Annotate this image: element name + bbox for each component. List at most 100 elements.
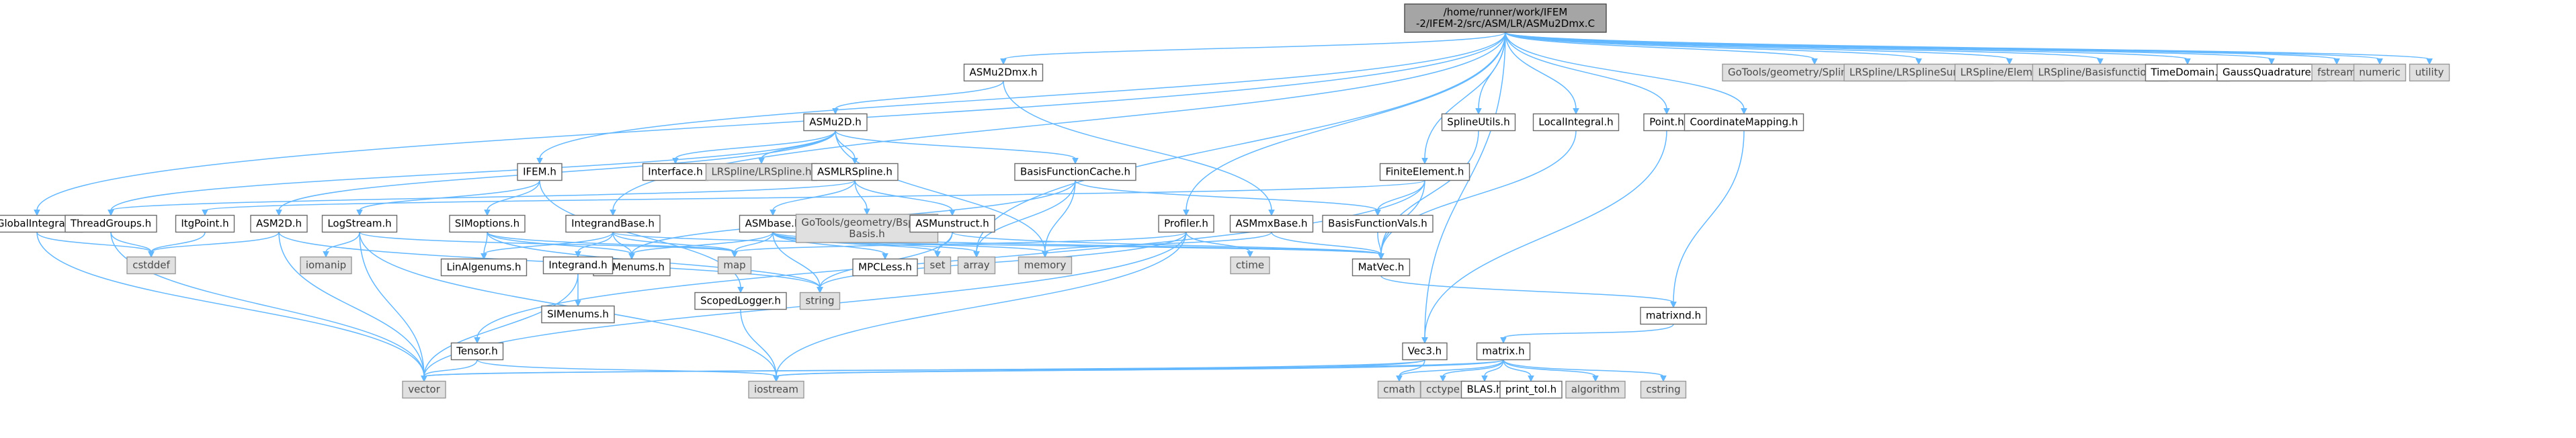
arrowhead <box>276 210 282 216</box>
node-label: utility <box>2415 67 2444 79</box>
node-label: ASM2D.h <box>256 218 302 230</box>
arrowhead <box>1440 376 1446 382</box>
node-label: algorithm <box>1571 384 1620 396</box>
node-tensor-h[interactable]: Tensor.h <box>450 342 504 361</box>
node-asmbase-h[interactable]: ASMbase.h <box>739 214 807 233</box>
node-box <box>541 305 615 324</box>
arrowhead <box>1183 210 1190 216</box>
node-label: Vec3.h <box>1408 345 1442 357</box>
node-profiler-h[interactable]: Profiler.h <box>1158 214 1214 233</box>
arrowhead <box>108 210 114 216</box>
node-label: iomanip <box>306 259 346 271</box>
node-matrix-h[interactable]: matrix.h <box>1476 342 1531 361</box>
node-label: LRSpline/LRSplineSurface.h <box>1850 67 1988 79</box>
arrowhead <box>1268 210 1275 216</box>
node-asm2d-h[interactable]: ASM2D.h <box>250 214 308 233</box>
edge-itgpoint-h-to-cstddef <box>148 232 206 258</box>
edge-asmbase-h-to-asmenums-h <box>628 232 774 260</box>
node-label: iostream <box>754 384 798 396</box>
node-label: GaussQuadrature.h <box>2222 67 2321 79</box>
node-logstream-h[interactable]: LogStream.h <box>321 214 398 233</box>
node-coordinatemapping-h[interactable]: CoordinateMapping.h <box>1684 113 1804 132</box>
node-label: LRSpline/LRSpline.h <box>711 166 811 178</box>
node-finiteelement-h[interactable]: FiniteElement.h <box>1379 163 1470 181</box>
node-linalgenums-h[interactable]: LinAlgenums.h <box>440 258 528 277</box>
arrowhead <box>1396 376 1403 382</box>
node-vector: vector <box>402 380 446 399</box>
node-asmlrspline-h[interactable]: ASMLRSpline.h <box>811 163 899 181</box>
node-label: ScopedLogger.h <box>700 295 781 307</box>
edge-matrix-h-to-vector <box>421 359 1504 382</box>
node-label: FiniteElement.h <box>1386 166 1464 178</box>
node-asmmxbase-h[interactable]: ASMmxBase.h <box>1229 214 1314 233</box>
arrowhead <box>864 208 870 216</box>
node-basisfunctionvals-h[interactable]: BasisFunctionVals.h <box>1322 214 1434 233</box>
edge-root-to-ifem-h <box>536 32 1506 165</box>
node-gaussquadrature-h[interactable]: GaussQuadrature.h <box>2216 63 2327 82</box>
node-box <box>1014 163 1136 181</box>
node-timedomain-h[interactable]: TimeDomain.h <box>2145 63 2231 82</box>
node-box <box>923 256 952 275</box>
nodes-layer: /home/runner/work/IFEM-2/IFEM-2/src/ASM/… <box>0 3 2450 399</box>
node-label: Basis.h <box>849 228 885 240</box>
node-simoptions-h[interactable]: SIMoptions.h <box>449 214 526 233</box>
arrowhead <box>1528 376 1534 382</box>
edge-asm2d-h-to-cstddef <box>148 232 280 258</box>
node-vec3-h[interactable]: Vec3.h <box>1402 342 1448 361</box>
edge-threadgroups-h-to-cstddef <box>110 232 155 258</box>
edge-root-to-finiteelement-h <box>1421 32 1506 165</box>
node-matrixnd-h[interactable]: matrixnd.h <box>1640 306 1707 325</box>
node-label: fstream <box>2317 67 2356 79</box>
node-interface-h[interactable]: Interface.h <box>642 163 709 181</box>
node-root[interactable]: /home/runner/work/IFEM-2/IFEM-2/src/ASM/… <box>1404 3 1607 33</box>
edge-root-to-integrandbase-h <box>610 32 1506 216</box>
node-simenums-h[interactable]: SIMenums.h <box>541 305 615 324</box>
node-print-tol-h[interactable]: print_tol.h <box>1499 380 1563 399</box>
node-box <box>65 214 157 233</box>
arrowhead <box>202 210 208 216</box>
arrowhead <box>1378 253 1384 260</box>
arrowhead <box>2006 58 2013 65</box>
node-label: -2/IFEM-2/src/ASM/LR/ASMu2Dmx.C <box>1416 17 1595 30</box>
node-point-h[interactable]: Point.h <box>1643 113 1690 132</box>
node-asmu2d-h[interactable]: ASMu2D.h <box>803 113 868 132</box>
node-label: TimeDomain.h <box>2150 67 2224 79</box>
arrowhead <box>1741 108 1747 115</box>
arrowhead <box>2333 58 2340 65</box>
node-box <box>799 292 841 310</box>
arrowhead <box>731 251 738 258</box>
node-label: ASMbase.h <box>745 218 801 230</box>
node-localintegral-h[interactable]: LocalIntegral.h <box>1532 113 1620 132</box>
edge-globalintegral-h-to-cstddef <box>36 232 155 258</box>
edge-root-to-lrspline-lrsplinesurface-h <box>1505 32 1922 65</box>
node-integrand-h[interactable]: Integrand.h <box>542 256 614 275</box>
arrowhead <box>973 251 980 258</box>
arrowhead <box>2376 58 2383 65</box>
node-splineutils-h[interactable]: SplineUtils.h <box>1441 113 1516 132</box>
node-label: cctype <box>1426 384 1460 396</box>
node-box <box>517 163 563 181</box>
node-basisfunctioncache-h[interactable]: BasisFunctionCache.h <box>1014 163 1136 181</box>
node-ifem-h[interactable]: IFEM.h <box>517 163 563 181</box>
node-matvec-h[interactable]: MatVec.h <box>1352 258 1411 277</box>
edge-root-to-lrspline-element-h <box>1505 32 2013 65</box>
node-box <box>440 258 528 277</box>
node-label: BasisFunctionCache.h <box>1020 166 1130 178</box>
edge-threadgroups-h-to-vector <box>110 232 427 382</box>
node-box <box>803 113 868 132</box>
node-integrandbase-h[interactable]: IntegrandBase.h <box>565 214 661 233</box>
node-scopedlogger-h[interactable]: ScopedLogger.h <box>694 292 787 310</box>
node-itgpoint-h[interactable]: ItgPoint.h <box>175 214 235 233</box>
edge-asm2d-h-to-vector <box>278 232 427 382</box>
arrowhead <box>770 210 776 216</box>
node-box <box>450 342 504 361</box>
node-asmu2dmx-h[interactable]: ASMu2Dmx.h <box>963 63 1044 82</box>
node-box <box>909 214 995 233</box>
arrowhead <box>323 251 329 258</box>
node-label: Point.h <box>1649 116 1684 128</box>
arrowhead <box>1374 210 1381 216</box>
node-asmunstruct-h[interactable]: ASMunstruct.h <box>909 214 995 233</box>
node-mpcless-h[interactable]: MPCLess.h <box>852 258 918 277</box>
node-utility: utility <box>2409 63 2450 82</box>
node-threadgroups-h[interactable]: ThreadGroups.h <box>65 214 157 233</box>
